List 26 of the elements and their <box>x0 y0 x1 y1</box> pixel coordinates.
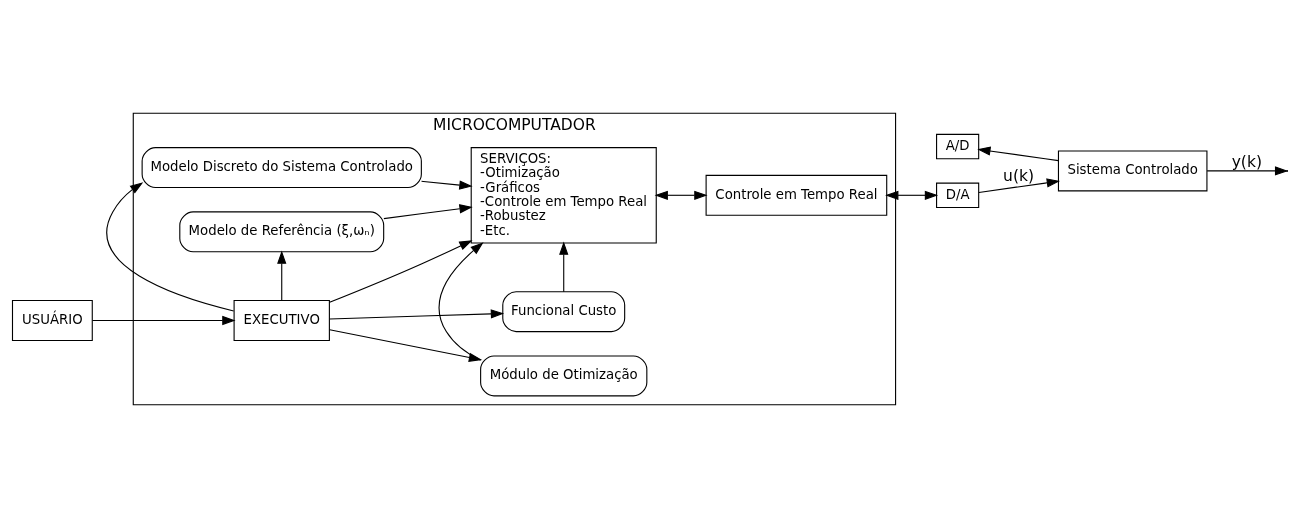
node-box: EXECUTIVO <box>233 300 330 341</box>
arrow <box>1206 166 1289 176</box>
arrow <box>329 309 505 320</box>
node-box: Sistema Controlado <box>1057 150 1208 192</box>
arrow <box>106 182 235 312</box>
arrow <box>329 240 473 303</box>
node-box: A/D <box>936 133 980 160</box>
node-box: Funcional Custo <box>502 291 626 333</box>
arrow <box>977 146 1059 162</box>
node-box: Modelo de Referência (ξ,ωₙ) <box>179 211 385 253</box>
node-box: D/A <box>936 182 980 209</box>
arrow <box>92 315 236 326</box>
node-box: Módulo de Otimização <box>480 355 648 397</box>
node-box: USUÁRIO <box>11 300 93 341</box>
edge-label: y(k) <box>1231 152 1262 171</box>
edge-label: u(k) <box>1003 167 1035 186</box>
arrow <box>978 178 1061 193</box>
arrow <box>383 204 473 220</box>
arrow <box>885 190 939 200</box>
node-box: Modelo Discreto do Sistema Controlado <box>141 147 422 189</box>
node-box: Controle em Tempo Real <box>705 174 888 216</box>
node-box: SERVIÇOS: -Otimização -Gráficos -Controle em Tempo Real -Robustez -Etc. <box>470 147 657 244</box>
arrow <box>654 190 708 200</box>
arrow <box>559 241 569 293</box>
arrow <box>277 250 287 301</box>
arrow <box>420 180 473 190</box>
